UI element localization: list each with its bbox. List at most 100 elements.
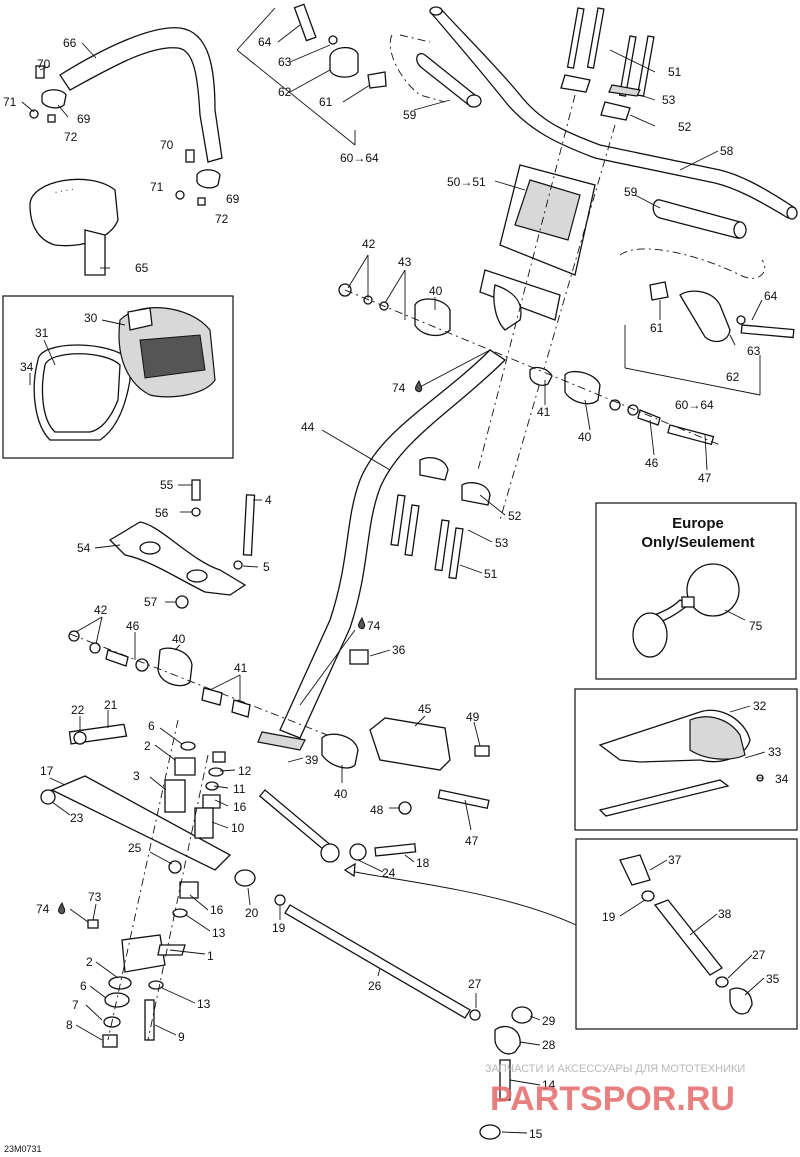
- callout-26: 26: [368, 979, 382, 993]
- bar-end-right: [649, 281, 795, 343]
- grip-right: [652, 199, 747, 239]
- tie-rod-short: [258, 789, 417, 863]
- lower-boot: [598, 709, 764, 817]
- callout-7: 7: [72, 998, 79, 1012]
- callout-59: 59: [624, 185, 638, 199]
- callout-labels: 66 70 71 69 72 70 71 69 72 65 64 63 62 6…: [3, 35, 789, 1154]
- callout-43: 43: [398, 255, 412, 269]
- watermark-big-text: PARTSPOR.RU: [490, 1080, 735, 1118]
- tie-rod-detail: [619, 854, 753, 1015]
- callout-60-64: 60→64: [340, 151, 379, 165]
- steering-arm-45: [321, 649, 490, 815]
- callout-40: 40: [429, 284, 443, 298]
- callout-73: 73: [88, 890, 102, 904]
- callout-74: 74: [367, 619, 381, 633]
- callout-29: 29: [542, 1014, 556, 1028]
- callout-11: 11: [233, 782, 246, 796]
- bracket-54: [108, 479, 256, 609]
- callout-19: 19: [602, 910, 616, 924]
- bar-end-top: [293, 3, 387, 89]
- europe-note-line1: Europe: [672, 515, 724, 532]
- callout-38: 38: [718, 907, 732, 921]
- drop-icon: [415, 379, 423, 393]
- leader-lines: [21, 24, 766, 1134]
- callout-61: 61: [319, 95, 333, 109]
- handlebar: [429, 6, 798, 220]
- callout-19: 19: [272, 921, 286, 935]
- callout-16: 16: [233, 800, 247, 814]
- callout-63: 63: [278, 55, 292, 69]
- callout-39: 39: [305, 753, 319, 767]
- callout-50-51: 50→51: [447, 175, 486, 189]
- drop-icon: [358, 616, 366, 630]
- callout-34: 34: [775, 772, 789, 786]
- callout-46: 46: [126, 619, 140, 633]
- callout-23: 23: [70, 811, 84, 825]
- callout-72: 72: [64, 130, 78, 144]
- drop-icon: [58, 901, 66, 915]
- callout-35: 35: [766, 972, 780, 986]
- watermark: ЗАПЧАСТИ И АКСЕССУАРЫ ДЛЯ МОТОТЕХНИКИ PA…: [485, 1063, 745, 1118]
- callout-70: 70: [37, 57, 51, 71]
- callout-20: 20: [245, 906, 259, 920]
- callout-75: 75: [749, 619, 763, 633]
- callout-13: 13: [212, 926, 226, 940]
- callout-55: 55: [160, 478, 174, 492]
- callout-16: 16: [210, 903, 224, 917]
- callout-69: 69: [77, 112, 91, 126]
- callout-71: 71: [150, 180, 164, 194]
- callout-33: 33: [768, 745, 782, 759]
- handlebar-riser: [479, 164, 596, 331]
- callout-62: 62: [726, 370, 740, 384]
- horn-75: [632, 563, 740, 658]
- callout-62: 62: [278, 85, 292, 99]
- callout-30: 30: [84, 311, 98, 325]
- riser-bolts-top: [560, 7, 655, 121]
- callout-74: 74: [392, 381, 406, 395]
- callout-48: 48: [370, 803, 384, 817]
- callout-47: 47: [465, 834, 479, 848]
- diagram-code: 23M0731: [4, 1144, 42, 1154]
- callout-22: 22: [71, 703, 85, 717]
- callout-59: 59: [403, 108, 417, 122]
- grip-left: [416, 53, 482, 108]
- callout-1: 1: [207, 949, 214, 963]
- callout-41: 41: [234, 661, 248, 675]
- callout-72: 72: [215, 212, 229, 226]
- callout-46: 46: [645, 456, 659, 470]
- callout-31: 31: [35, 326, 49, 340]
- callout-34: 34: [20, 360, 34, 374]
- callout-5: 5: [263, 560, 270, 574]
- callout-13: 13: [197, 997, 211, 1011]
- callout-40: 40: [578, 430, 592, 444]
- callout-53: 53: [662, 93, 676, 107]
- callout-36: 36: [392, 643, 406, 657]
- callout-18: 18: [416, 856, 430, 870]
- callout-54: 54: [77, 541, 91, 555]
- callout-40: 40: [334, 787, 348, 801]
- pitman-plate-17: [40, 775, 232, 874]
- callout-70: 70: [160, 138, 174, 152]
- europe-note-line2: Only/Seulement: [641, 534, 754, 551]
- callout-2: 2: [86, 955, 93, 969]
- callout-45: 45: [418, 702, 432, 716]
- callout-2: 2: [144, 739, 151, 753]
- callout-64: 64: [258, 35, 272, 49]
- callout-24: 24: [382, 866, 396, 880]
- callout-57: 57: [144, 595, 158, 609]
- callout-52: 52: [508, 509, 522, 523]
- callout-40: 40: [172, 632, 186, 646]
- callout-8: 8: [66, 1018, 73, 1032]
- callout-15: 15: [529, 1127, 543, 1141]
- callout-64: 64: [764, 289, 778, 303]
- callout-52: 52: [678, 120, 692, 134]
- steering-column: [257, 349, 507, 751]
- callout-32: 32: [753, 699, 767, 713]
- callout-17: 17: [40, 764, 54, 778]
- callout-47: 47: [698, 471, 712, 485]
- callout-12: 12: [238, 764, 252, 778]
- callout-51: 51: [668, 65, 682, 79]
- callout-49: 49: [466, 710, 480, 724]
- callout-28: 28: [542, 1038, 556, 1052]
